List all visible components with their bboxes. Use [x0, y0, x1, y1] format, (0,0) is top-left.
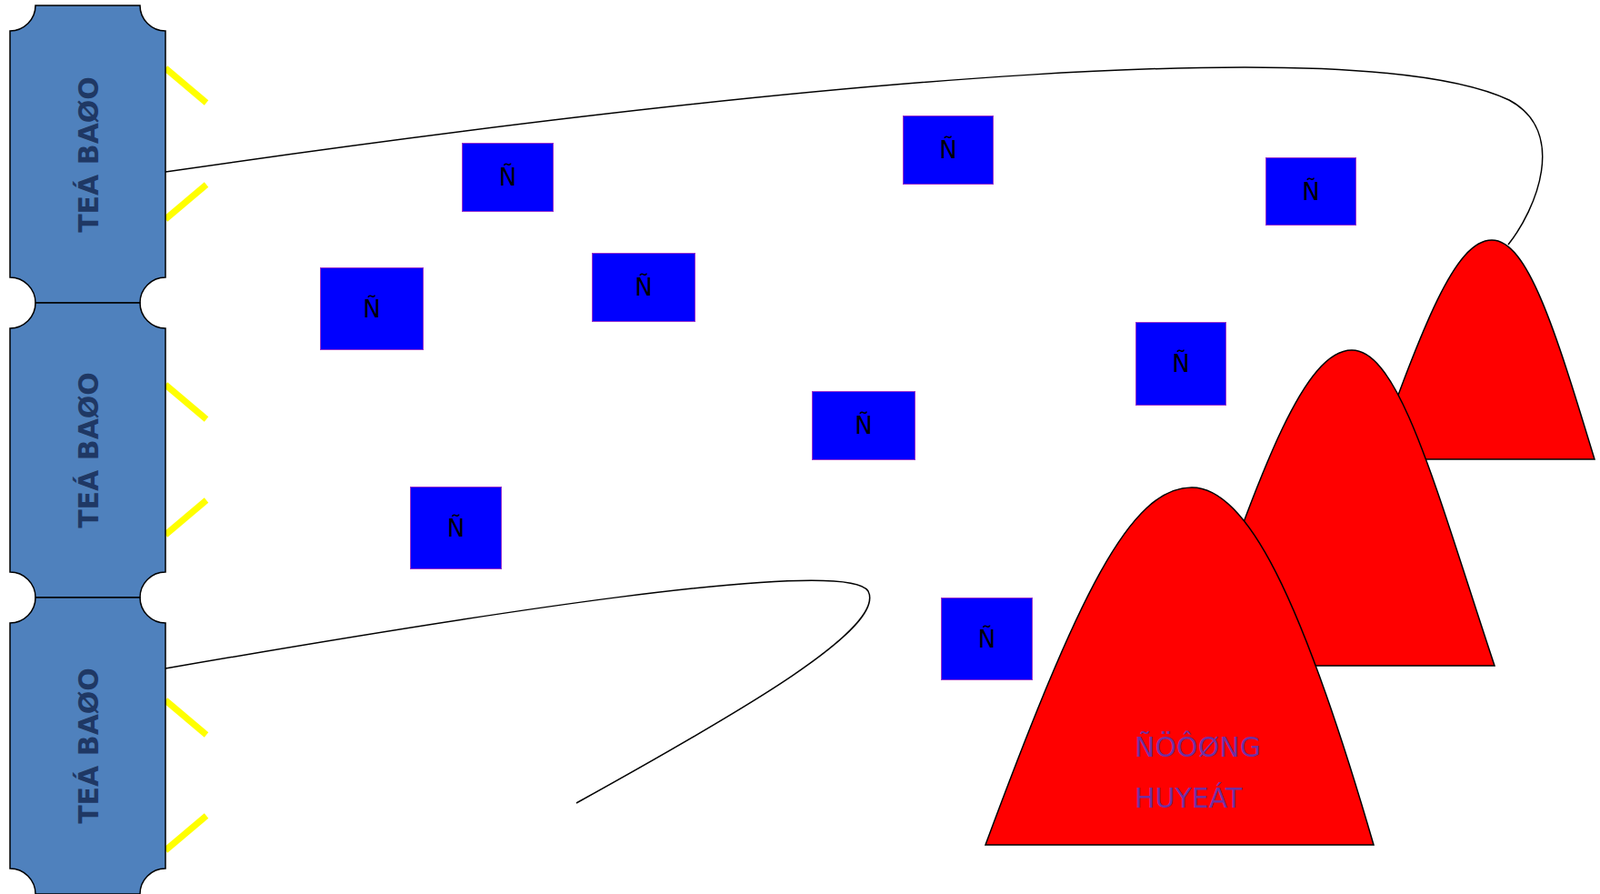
glucose-label: Ñ	[978, 627, 996, 651]
cell-shape: TEÁ BAØO	[10, 597, 166, 894]
glucose-box: Ñ	[811, 390, 916, 460]
mound-outline-outline	[985, 487, 1374, 845]
glucose-box: Ñ	[591, 252, 696, 322]
cell-label: TEÁ BAØO	[71, 667, 104, 824]
cell-outline-outline	[10, 597, 166, 894]
cell-outline-outline	[10, 5, 166, 303]
glucose-box: Ñ	[940, 597, 1033, 680]
glucose-label: Ñ	[499, 165, 517, 190]
cell-shape: TEÁ BAØO	[10, 302, 166, 598]
glucose-label: Ñ	[854, 413, 872, 438]
glucose-label: Ñ	[939, 138, 957, 162]
glucose-box: Ñ	[1265, 157, 1357, 226]
glucose-label: Ñ	[447, 516, 465, 540]
vessel-wall-line	[165, 580, 870, 803]
glucose-box: Ñ	[410, 486, 502, 570]
cell-outline-outline	[10, 302, 166, 598]
cell-label: TEÁ BAØO	[71, 371, 104, 529]
cell-label: TEÁ BAØO	[71, 76, 104, 233]
blood-glucose-mound: ÑÖÔØNG HUYEÁT	[985, 487, 1374, 845]
cell-shape: TEÁ BAØO	[10, 5, 166, 303]
glucose-label: Ñ	[362, 297, 380, 321]
glucose-label: Ñ	[1301, 180, 1320, 204]
blood-glucose-label: ÑÖÔØNG HUYEÁT	[1134, 721, 1294, 824]
vessel-wall-line	[165, 67, 1543, 245]
glucose-box: Ñ	[902, 115, 994, 185]
glucose-label: Ñ	[634, 275, 652, 300]
glucose-box: Ñ	[1135, 321, 1227, 406]
glucose-box: Ñ	[461, 142, 554, 212]
glucose-label: Ñ	[1171, 351, 1190, 376]
glucose-box: Ñ	[320, 267, 424, 350]
receptor-lines	[165, 68, 207, 850]
